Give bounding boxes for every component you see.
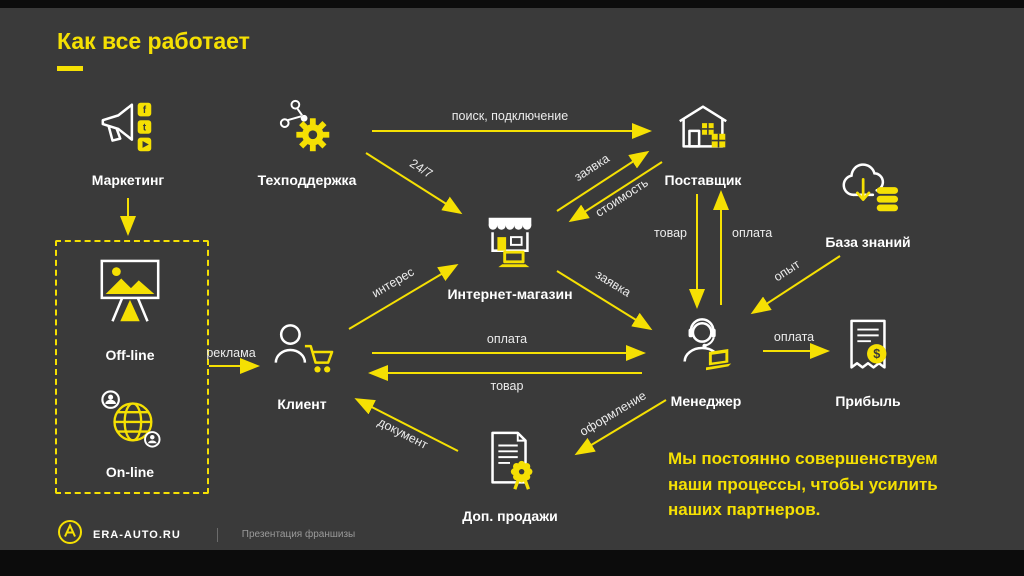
footer-divider [216,527,218,542]
arrow [556,270,653,331]
edge-label: поиск, подключение [452,109,568,123]
slide-title: Как все работает [57,28,250,54]
node-manager: Менеджер [641,315,771,409]
node-marketing: f t Маркетинг [63,96,193,188]
node-client: Клиент [237,320,367,412]
storefront-laptop-icon [479,210,541,277]
title-underline [57,66,83,71]
cart-icon [304,344,334,364]
database-stack-icon [876,187,899,212]
download-arrow-icon [855,177,871,202]
bottom-bar [0,550,1024,576]
megaphone-social-icon: f t [97,96,159,163]
warehouse-boxes-icon [672,96,734,163]
node-label: Техподдержка [257,172,357,188]
node-knowledge: База знаний [803,158,933,250]
arrow [750,255,841,315]
dollar-glyph: $ [873,347,880,361]
marketing-channels-box [55,240,209,494]
twitter-icon [137,120,152,134]
support-agent-icon [674,315,738,384]
note-text: Мы постоянно совершенствуем наши процесс… [668,449,938,519]
node-label: Off-line [105,347,155,363]
node-profit: $ Прибыль [803,315,933,409]
node-online: On-line [65,388,195,480]
edge-label: интерес [369,265,416,301]
globe-users-icon [99,388,161,455]
edge-document: документ [354,398,459,452]
edge-experience: опыт [750,255,841,315]
ribbon-icon [513,477,530,490]
user-icon [101,390,120,409]
node-label: Клиент [277,396,327,412]
node-label: Маркетинг [91,172,165,188]
edge-label: товар [654,226,687,240]
cloud-database-icon [836,158,900,225]
node-sales: Доп. продажи [445,428,575,524]
billboard-icon [95,255,165,338]
node-label: База знаний [825,234,911,250]
receipt-dollar-icon: $ [837,315,899,384]
arrow [556,150,650,212]
edge-support-247: 24/7 [365,152,463,215]
edge-label: оплата [487,332,527,346]
node-label: On-line [105,464,155,480]
gear-network-icon [276,96,338,163]
seal-icon [510,460,533,483]
footer: ERA-AUTO.RU Презентация франшизы [57,519,355,550]
edge-label: товар [491,379,524,393]
certificate-seal-icon [478,428,542,499]
edge-label: опыт [771,257,803,284]
era-auto-logo [57,519,83,550]
headset-icon [689,318,715,331]
node-label: Менеджер [670,393,742,409]
twitter-glyph: t [143,122,147,133]
node-store: Интернет-магазин [445,210,575,302]
top-bar [0,0,1024,8]
edge-search-connect: поиск, подключение [372,109,652,139]
footer-brand: ERA-AUTO.RU [93,528,181,541]
edge-payment-to-manager: оплата [372,332,646,361]
edge-label: заявка [593,267,633,299]
edge-goods-from-supplier: товар [654,194,705,309]
node-supplier: Поставщик [638,96,768,188]
arrow [365,152,463,215]
edge-label: оплата [774,330,814,344]
edge-label: оплата [732,226,772,240]
person-cart-icon [270,320,334,387]
arrow [574,399,667,456]
user-icon [144,431,161,448]
node-label: Интернет-магазин [447,286,573,302]
facebook-icon [137,102,152,117]
arrow [348,263,459,330]
edge-payment-to-supplier: оплата [713,190,772,305]
edge-label: 24/7 [407,156,435,181]
edge-label: реклама [206,346,255,360]
facebook-glyph: f [143,105,147,116]
arrow [568,161,663,223]
edge-goods-to-client: товар [368,365,642,393]
node-offline: Off-line [65,255,195,363]
edge-payment-to-profit: оплата [763,330,830,359]
node-label: Поставщик [664,172,742,188]
node-label: Прибыль [835,393,901,409]
arrow [354,398,459,452]
footer-caption: Презентация франшизы [241,529,356,540]
node-label: Доп. продажи [462,508,558,524]
node-techsupport: Техподдержка [242,96,372,188]
edge-advertising: реклама [206,346,260,374]
